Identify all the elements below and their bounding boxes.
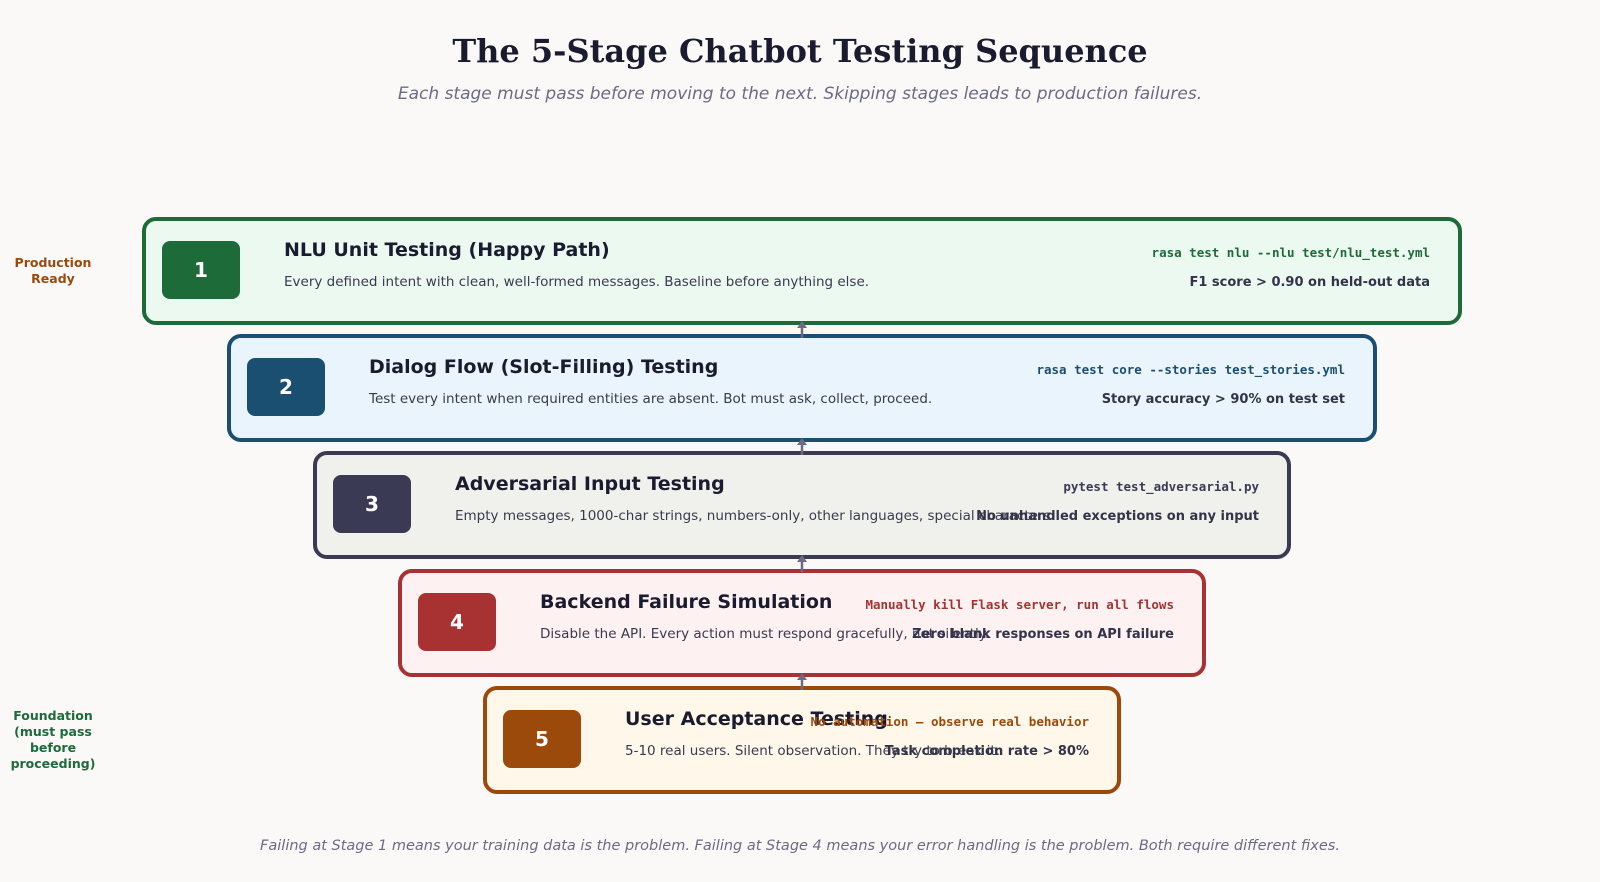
side-label-foundation: Foundation (must pass before proceeding) <box>10 708 96 771</box>
stage-command: rasa test core --stories test_stories.ym… <box>1036 362 1345 377</box>
stage-number-badge: 1 <box>162 241 240 299</box>
stage-command: Manually kill Flask server, run all flow… <box>865 597 1174 612</box>
stage-description: Every defined intent with clean, well-fo… <box>284 274 870 290</box>
arrow-up-icon <box>797 321 807 338</box>
stage-number-badge: 5 <box>503 710 581 768</box>
stage-pass-criterion: No unhandled exceptions on any input <box>976 509 1259 524</box>
stage-1-card: 1 NLU Unit Testing (Happy Path) Every de… <box>142 217 1462 325</box>
stage-number-badge: 4 <box>418 593 496 651</box>
stage-description: 5-10 real users. Silent observation. The… <box>625 743 1001 759</box>
stage-command: rasa test nlu --nlu test/nlu_test.yml <box>1151 245 1430 260</box>
footer-note: Failing at Stage 1 means your training d… <box>260 838 1340 854</box>
stage-2-card: 2 Dialog Flow (Slot-Filling) Testing Tes… <box>227 334 1377 442</box>
stage-pass-criterion: Story accuracy > 90% on test set <box>1101 392 1345 407</box>
stage-number-badge: 2 <box>247 358 325 416</box>
arrow-up-icon <box>797 438 807 455</box>
arrow-up-icon <box>797 673 807 690</box>
stage-command: No automation — observe real behavior <box>810 714 1089 729</box>
stage-pass-criterion: Zero blank responses on API failure <box>912 627 1174 642</box>
stage-title: NLU Unit Testing (Happy Path) <box>284 239 610 261</box>
arrow-up-icon <box>797 555 807 572</box>
stage-4-card: 4 Backend Failure Simulation Disable the… <box>398 569 1206 677</box>
stage-3-card: 3 Adversarial Input Testing Empty messag… <box>313 451 1291 559</box>
stage-pass-criterion: Task completion rate > 80% <box>884 744 1089 759</box>
stage-description: Disable the API. Every action must respo… <box>540 626 990 642</box>
stage-description: Test every intent when required entities… <box>369 391 933 407</box>
stage-pass-criterion: F1 score > 0.90 on held-out data <box>1189 275 1430 290</box>
stage-command: pytest test_adversarial.py <box>1063 479 1259 494</box>
stage-title: User Acceptance Testing <box>625 708 888 730</box>
stage-title: Adversarial Input Testing <box>455 473 725 495</box>
stage-title: Backend Failure Simulation <box>540 591 833 613</box>
stage-description: Empty messages, 1000-char strings, numbe… <box>455 508 1051 524</box>
side-label-production-ready: Production Ready <box>14 255 92 286</box>
diagram-title: The 5-Stage Chatbot Testing Sequence <box>452 32 1148 70</box>
stage-5-card: 5 User Acceptance Testing 5-10 real user… <box>483 686 1121 794</box>
diagram-subtitle: Each stage must pass before moving to th… <box>397 84 1203 104</box>
stage-title: Dialog Flow (Slot-Filling) Testing <box>369 356 719 378</box>
stage-number-badge: 3 <box>333 475 411 533</box>
